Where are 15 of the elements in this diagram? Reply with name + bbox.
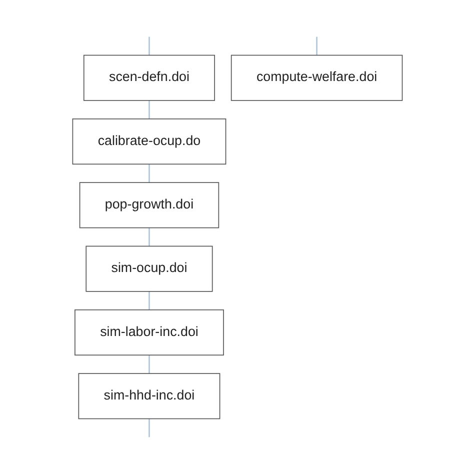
connector (148, 36, 150, 56)
connector (148, 228, 150, 246)
node-box: calibrate-ocup.do (72, 118, 226, 165)
connector (148, 291, 150, 310)
node-box: sim-labor-inc.doi (74, 309, 224, 356)
connector (316, 36, 317, 56)
connector (148, 418, 150, 438)
node-box: compute-welfare.doi (230, 54, 402, 101)
connector (148, 355, 150, 374)
node-box: sim-hhd-inc.doi (78, 373, 220, 420)
node-box: sim-ocup.doi (85, 246, 212, 292)
node-box: pop-growth.doi (78, 182, 219, 228)
connector (148, 164, 150, 183)
connector (148, 100, 150, 119)
node-box: scen-defn.doi (82, 54, 215, 101)
